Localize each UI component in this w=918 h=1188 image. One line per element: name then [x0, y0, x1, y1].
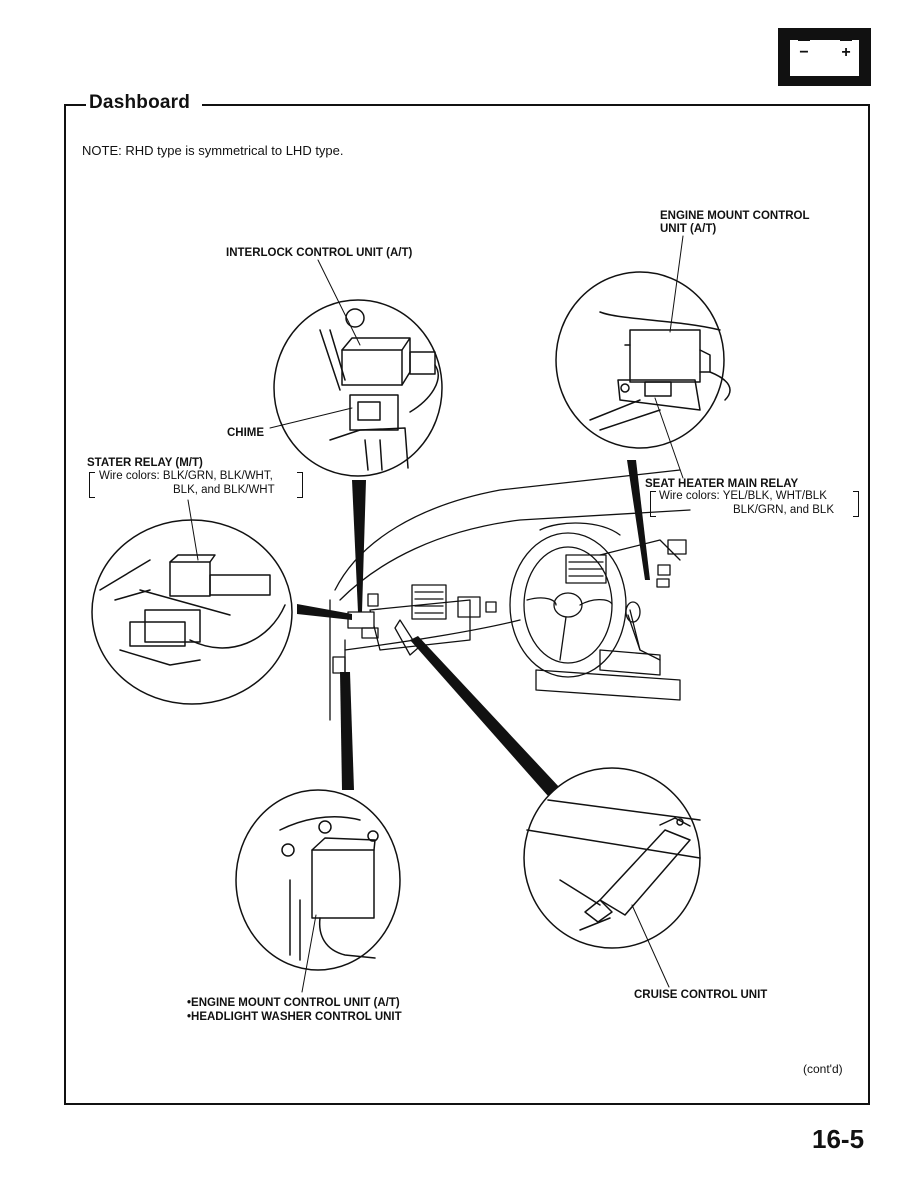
pointer-engine-mount-bottom: [340, 672, 354, 790]
label-headlight-washer: •HEADLIGHT WASHER CONTROL UNIT: [187, 1011, 402, 1023]
leader-lines: [187, 235, 684, 993]
rhd-note: NOTE: RHD type is symmetrical to LHD typ…: [82, 143, 344, 158]
pointer-cruise: [410, 636, 560, 796]
seat-wire-colors-2: BLK/GRN, and BLK: [733, 504, 834, 516]
content-frame: [64, 105, 870, 1105]
pointer-seat-heater: [627, 460, 650, 580]
bracket-seat-right: [853, 491, 859, 517]
detail-interlock: [273, 299, 443, 477]
battery-icon: − +: [778, 28, 871, 86]
page-number: 16-5: [812, 1124, 865, 1154]
bracket-starter-right: [297, 472, 303, 498]
label-starter-relay: STATER RELAY (M/T): [87, 457, 203, 469]
pointer-starter: [297, 604, 352, 620]
detail-starter: [91, 519, 293, 705]
label-chime: CHIME: [227, 427, 265, 439]
label-engine-mount-top-1: ENGINE MOUNT CONTROL: [660, 210, 810, 222]
seat-wire-colors-1: Wire colors: YEL/BLK, WHT/BLK: [659, 490, 827, 502]
detail-engine-mount-bottom: [235, 789, 401, 971]
continued-note: (cont'd): [803, 1062, 843, 1076]
section-title: Dashboard: [89, 92, 191, 113]
starter-wire-colors-1: Wire colors: BLK/GRN, BLK/WHT,: [99, 470, 273, 482]
battery-minus-glyph: −: [799, 44, 808, 61]
bracket-seat-left: [650, 491, 656, 517]
label-seat-heater-main-relay: SEAT HEATER MAIN RELAY: [645, 478, 799, 490]
pointer-interlock: [352, 480, 366, 612]
battery-plus-glyph: +: [841, 44, 850, 61]
bracket-starter-left: [89, 472, 95, 498]
label-interlock-control-unit: INTERLOCK CONTROL UNIT (A/T): [226, 247, 413, 259]
detail-cruise: [523, 767, 701, 949]
frame-top-right-rule: [202, 104, 870, 106]
frame-top-left-rule: [64, 104, 86, 106]
starter-wire-colors-2: BLK, and BLK/WHT: [173, 484, 275, 496]
label-engine-mount-bottom: •ENGINE MOUNT CONTROL UNIT (A/T): [187, 997, 400, 1009]
label-cruise-control-unit: CRUISE CONTROL UNIT: [634, 989, 768, 1001]
label-engine-mount-top-2: UNIT (A/T): [660, 223, 717, 235]
detail-engine-mount-top: [555, 271, 731, 449]
